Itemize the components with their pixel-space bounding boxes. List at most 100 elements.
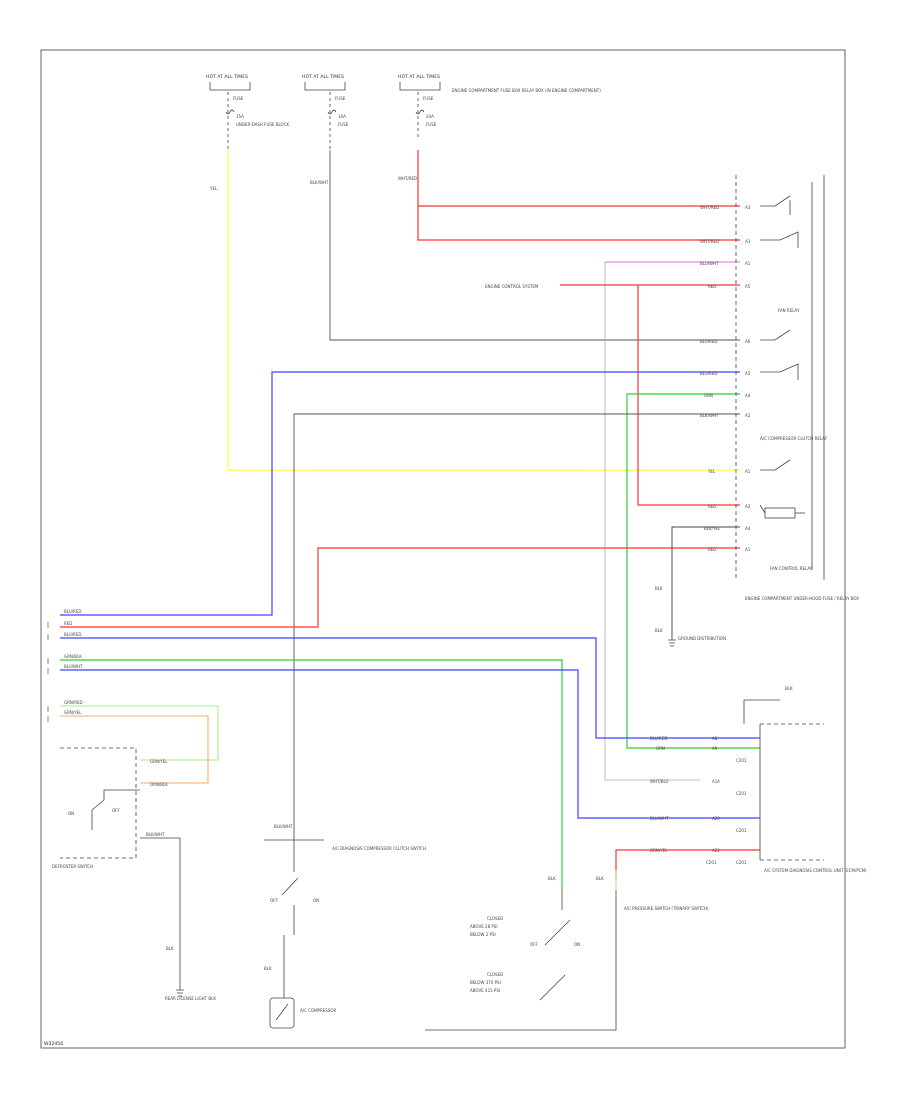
- relay-wire-label: BLU/RED: [700, 339, 717, 344]
- fuse-box-label-2: HOT AT ALL TIMES: [302, 74, 344, 80]
- ps-wire-1: BLK: [548, 876, 556, 881]
- wire-red-ecs-drop: [637, 285, 740, 506]
- fuse-2-block: FUSE: [338, 122, 349, 127]
- rear-light-wire: BLK: [166, 946, 174, 951]
- rear-light-name: REAR LICENSE LIGHT BLK: [165, 996, 216, 1001]
- fan-relay-label: FAN RELAY: [778, 308, 800, 313]
- defroster-wire-2: ORN/BLK: [150, 782, 168, 787]
- defroster-wire-1: GRN/YEL: [150, 759, 168, 764]
- fuse-3-amp: FUSE: [423, 96, 434, 101]
- relay-wire-label: YEL: [707, 469, 716, 474]
- wire-red-top: [417, 150, 740, 241]
- ps-label: CLOSED: [487, 972, 503, 977]
- ps-wire-2: BLK: [596, 876, 604, 881]
- relay-wire-label: RED: [708, 504, 716, 509]
- fuse-1-note: 15A: [236, 114, 244, 119]
- bus-label: RED: [64, 621, 72, 626]
- pcm-pin: A8: [712, 736, 718, 741]
- fuse-box-label-1: HOT AT ALL TIMES: [206, 74, 248, 80]
- left-bus-labels: BLU/RED RED BLU/RED GRN/BLK BLU/WHT GRN/…: [64, 609, 83, 715]
- pin-number: A5: [745, 371, 751, 376]
- relay-pin-numbers: A3 A3 A1 A5 A6 A5 A4 A2 A1 A2 A4 A1: [745, 205, 751, 552]
- pcm-pin: A20: [712, 816, 720, 821]
- wire-black-white: [329, 150, 740, 341]
- wire-black-yellow: [671, 526, 740, 640]
- bus-label: GRN/BLK: [64, 654, 82, 659]
- defroster-on: ON: [68, 811, 74, 816]
- pcm-pin: A22: [712, 848, 720, 853]
- ground-symbol: [668, 639, 676, 647]
- relay-block: [735, 175, 825, 580]
- ps-name: A/C PRESSURE SWITCH (TRINARY SWITCH): [624, 906, 709, 911]
- pin-number: A6: [745, 339, 751, 344]
- relay-wire-label: BLK/WHT: [700, 413, 719, 418]
- pin-number: A4: [745, 393, 751, 398]
- pin-number: A1: [745, 469, 751, 474]
- wire-red-bus: [60, 547, 740, 628]
- pcm-codes: C201 C201 C201 C201 C201: [706, 758, 747, 865]
- wire-label-blkwht-top: BLK/WHT: [310, 180, 329, 185]
- relay-wire-labels: WHT/RED WHT/RED BLU/WHT RED BLU/RED BLU/…: [700, 205, 721, 552]
- fuse-box-label-3: HOT AT ALL TIMES: [398, 74, 440, 80]
- ps-label: CLOSED: [487, 916, 503, 921]
- ac-compressor-wire: BLK: [264, 966, 272, 971]
- wire-green-ps: [60, 659, 563, 890]
- pcm-block: [743, 699, 824, 861]
- bus-label: BLU/RED: [64, 609, 81, 614]
- fuse-3-note: 20A: [426, 114, 434, 119]
- pcm-wire-labels: BLU/RED GRN WHT/BLU BLU/WHT GRN/YEL: [650, 736, 669, 853]
- relay-wire-label: RED: [708, 284, 716, 289]
- wire-gray-branch: [604, 262, 700, 781]
- page-ref: W32456: [44, 1041, 63, 1047]
- pcm-pin: A9: [712, 746, 718, 751]
- diagram-frame: [40, 49, 846, 1049]
- pin-number: A2: [745, 504, 751, 509]
- fuse-1-amp: FUSE: [233, 96, 244, 101]
- ground-label-2: BLK: [655, 628, 663, 633]
- wire-blue-pcm-2: [60, 669, 760, 819]
- pcm-wire: WHT/BLU: [650, 779, 669, 784]
- wire-blue-pcm-1: [60, 637, 760, 739]
- ps-off: OFF: [530, 942, 538, 947]
- ac-switch-wire: BLK/WHT: [274, 824, 293, 829]
- relay-wire-label: GRN: [704, 393, 713, 398]
- defroster-name: DEFROSTER SWITCH: [52, 864, 93, 869]
- bus-label: BLU/RED: [64, 632, 81, 637]
- rear-light: [176, 930, 184, 997]
- pcm-name: A/C SYSTEM DIAGNOSIS CONTROL UNIT (ECM/P…: [764, 868, 867, 873]
- wire-red-pcm: [615, 849, 760, 880]
- pin-number: A5: [745, 284, 751, 289]
- fuse-group: [209, 82, 441, 150]
- bus-label: GRN/YEL: [64, 710, 82, 715]
- fan-control-relay-label: FAN CONTROL RELAY: [770, 566, 813, 571]
- ground-ref: GROUND DISTRIBUTION: [678, 636, 726, 641]
- relay-wire-label: WHT/RED: [700, 205, 719, 210]
- ground-label-1: BLK: [655, 586, 663, 591]
- wire-yellow: [227, 150, 740, 471]
- ac-switch-on: ON: [313, 898, 319, 903]
- pin-number: A1: [745, 547, 751, 552]
- pcm-wire: BLU/RED: [650, 736, 667, 741]
- pcm-pin: A14: [712, 779, 720, 784]
- fuse-2-note: 10A: [338, 114, 346, 119]
- pin-number: A3: [745, 205, 751, 210]
- relay-wire-label: BLU/WHT: [700, 261, 719, 266]
- pin-number: A4: [745, 526, 751, 531]
- ps-on: ON: [574, 942, 580, 947]
- defroster-out: BLK/WHT: [146, 832, 165, 837]
- defroster-off: OFF: [112, 808, 120, 813]
- pcm-wire: GRN/YEL: [650, 848, 668, 853]
- relay-wire-label: BLK/YEL: [704, 526, 721, 531]
- ac-relay-label: A/C COMPRESSOR CLUTCH RELAY: [760, 436, 828, 441]
- ps-label: BELOW 370 PSI: [470, 980, 501, 985]
- wire-label-whtred-top: WHT/RED: [398, 176, 417, 181]
- pcm-wire: GRN: [656, 746, 665, 751]
- wire-blue-1: [60, 371, 740, 616]
- pin-number: A3: [745, 239, 751, 244]
- ac-switch-off: OFF: [270, 898, 278, 903]
- pcm-code: C201: [736, 791, 747, 796]
- relay-block-label: ENGINE COMPARTMENT UNDER-HOOD FUSE / REL…: [745, 596, 859, 601]
- pcm-code: C201: [736, 758, 747, 763]
- pcm-ref-wire: BLK: [785, 686, 793, 691]
